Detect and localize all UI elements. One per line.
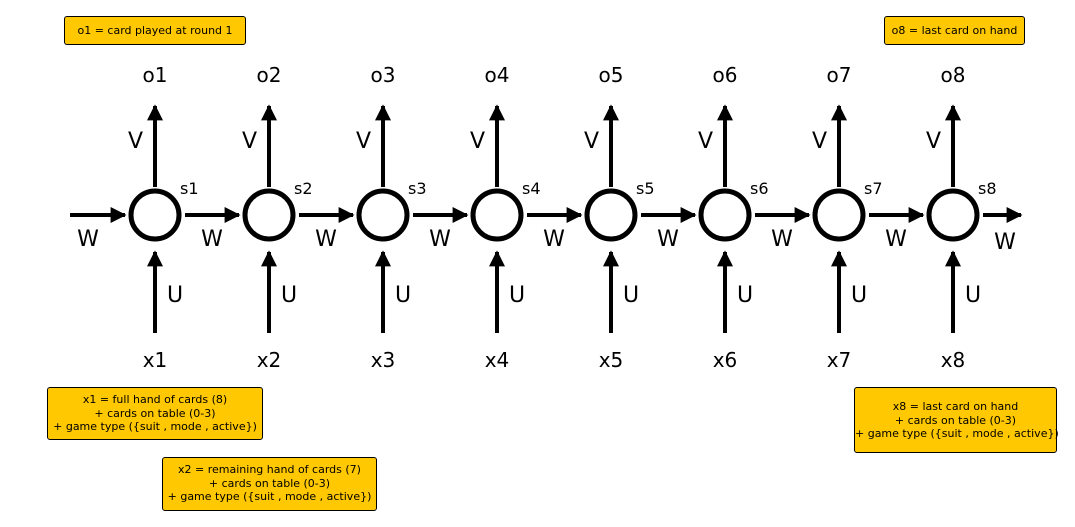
output-weight-label-6: V xyxy=(698,129,713,154)
recurrent-weight-label-2: W xyxy=(201,227,223,252)
output-label-3: o3 xyxy=(371,63,396,87)
input-label-6: x6 xyxy=(713,348,738,372)
state-label-7: s7 xyxy=(864,179,883,198)
note-o1-line: o1 = card played at round 1 xyxy=(77,24,233,37)
note-o8-line: o8 = last card on hand xyxy=(891,24,1018,37)
hidden-state-node-4 xyxy=(470,188,524,242)
output-weight-label-2: V xyxy=(242,129,257,154)
input-weight-label-3: U xyxy=(395,283,411,308)
input-label-7: x7 xyxy=(827,348,852,372)
output-weight-label-1: V xyxy=(128,129,143,154)
recurrent-weight-label-out: W xyxy=(994,230,1016,255)
output-label-1: o1 xyxy=(143,63,168,87)
state-label-2: s2 xyxy=(294,179,313,198)
input-weight-label-6: U xyxy=(737,283,753,308)
output-weight-label-8: V xyxy=(926,129,941,154)
output-weight-label-5: V xyxy=(584,129,599,154)
input-weight-label-4: U xyxy=(509,283,525,308)
note-x2-line-3: + game type ({suit , mode , active}) xyxy=(167,490,372,503)
recurrent-weight-label-8: W xyxy=(885,227,907,252)
output-label-8: o8 xyxy=(941,63,966,87)
output-label-4: o4 xyxy=(485,63,510,87)
note-x2: x2 = remaining hand of cards (7) + cards… xyxy=(162,457,377,511)
hidden-state-node-7 xyxy=(812,188,866,242)
note-x2-line-1: x2 = remaining hand of cards (7) xyxy=(178,463,361,476)
hidden-state-node-3 xyxy=(356,188,410,242)
hidden-state-node-1 xyxy=(128,188,182,242)
recurrent-weight-label-7: W xyxy=(771,227,793,252)
note-x1-line-2: + cards on table (0-3) xyxy=(94,406,216,420)
note-o1: o1 = card played at round 1 xyxy=(64,16,246,45)
recurrent-weight-label-5: W xyxy=(543,227,565,252)
recurrent-weight-label-3: W xyxy=(315,227,337,252)
input-label-5: x5 xyxy=(599,348,624,372)
output-weight-label-7: V xyxy=(812,129,827,154)
output-weight-label-3: V xyxy=(356,129,371,154)
input-label-1: x1 xyxy=(143,348,168,372)
note-o8: o8 = last card on hand xyxy=(884,16,1025,45)
input-weight-label-7: U xyxy=(851,283,867,308)
note-x8: x8 = last card on hand + cards on table … xyxy=(854,387,1059,453)
state-label-8: s8 xyxy=(978,179,997,198)
input-label-4: x4 xyxy=(485,348,510,372)
state-label-3: s3 xyxy=(408,179,427,198)
output-label-6: o6 xyxy=(713,63,738,87)
note-x8-line-3: + game type ({suit , mode , active}) xyxy=(855,427,1059,440)
note-x8-line-2: + cards on table (0-3) xyxy=(894,413,1017,427)
hidden-state-node-2 xyxy=(242,188,296,242)
input-label-8: x8 xyxy=(941,348,966,372)
note-x1: x1 = full hand of cards (8) + cards on t… xyxy=(47,387,263,440)
note-x1-line-1: x1 = full hand of cards (8) xyxy=(82,393,228,406)
note-x8-line-1: x8 = last card on hand xyxy=(892,400,1019,413)
output-label-5: o5 xyxy=(599,63,624,87)
state-label-6: s6 xyxy=(750,179,769,198)
input-label-3: x3 xyxy=(371,348,396,372)
input-weight-label-1: U xyxy=(167,283,183,308)
input-label-2: x2 xyxy=(257,348,282,372)
recurrent-weight-label-1: W xyxy=(77,227,99,252)
note-x1-line-3: + game type ({suit , mode , active}) xyxy=(53,420,257,433)
hidden-state-node-8 xyxy=(926,188,980,242)
state-label-1: s1 xyxy=(180,179,199,198)
recurrent-weight-label-4: W xyxy=(429,227,451,252)
input-weight-label-2: U xyxy=(281,283,297,308)
note-x2-line-2: + cards on table (0-3) xyxy=(208,476,331,490)
input-weight-label-8: U xyxy=(965,283,981,308)
recurrent-weight-label-6: W xyxy=(657,227,679,252)
hidden-state-node-6 xyxy=(698,188,752,242)
output-label-2: o2 xyxy=(257,63,282,87)
state-label-4: s4 xyxy=(522,179,541,198)
state-label-5: s5 xyxy=(636,179,655,198)
input-weight-label-5: U xyxy=(623,283,639,308)
output-label-7: o7 xyxy=(827,63,852,87)
hidden-state-node-5 xyxy=(584,188,638,242)
output-weight-label-4: V xyxy=(470,129,485,154)
